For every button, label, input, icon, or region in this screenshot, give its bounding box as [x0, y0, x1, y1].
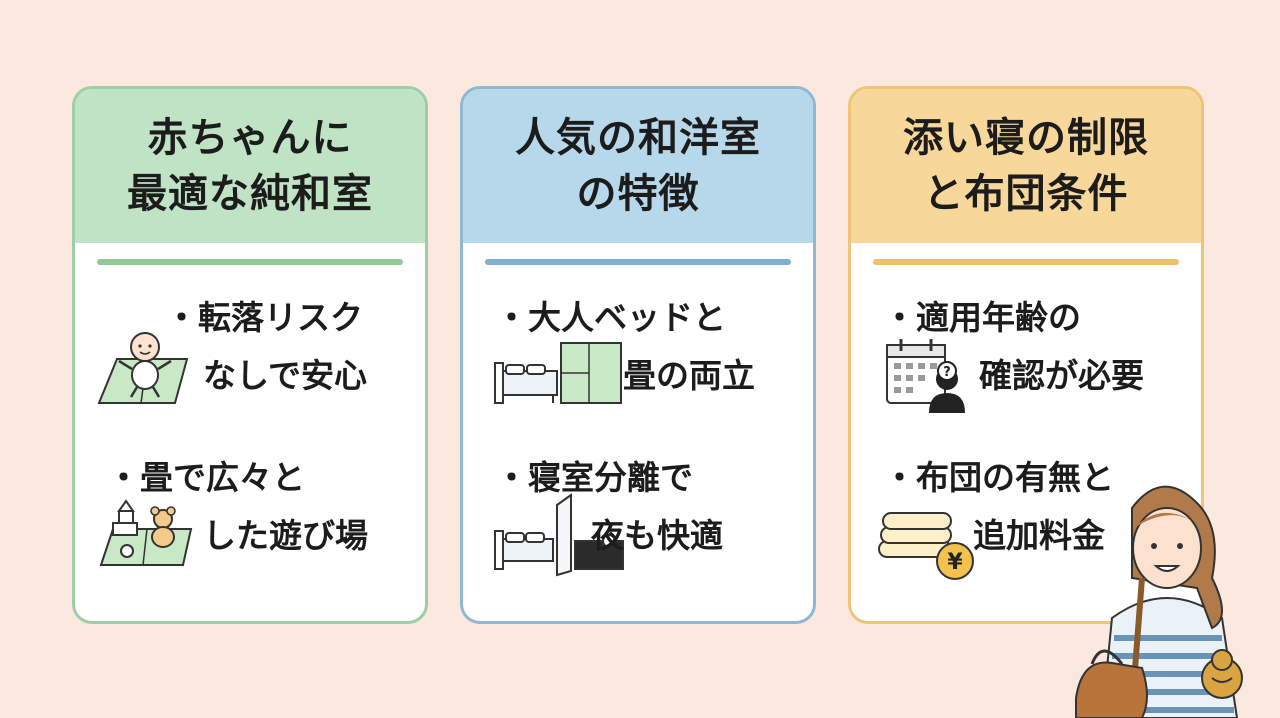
- card-title-line: の特徴: [576, 171, 700, 217]
- list-item: ¥ ・布団の有無と 追加料金: [851, 449, 1201, 589]
- item-text: ・畳で広々と した遊び場: [107, 458, 368, 555]
- card-co-sleeping-futon: 添い寝の制限 と布団条件 ? ・適用年齢の 確認が必要: [848, 86, 1204, 624]
- calendar-question-icon: ?: [886, 339, 965, 413]
- card-western-japanese-room: 人気の和洋室 の特徴 ・大人ベッドと 畳の両立: [460, 86, 816, 624]
- list-item: ・寝室分離で 夜も快適: [463, 449, 813, 589]
- item-text: ・寝室分離で 夜も快適: [495, 458, 723, 555]
- card-baby-japanese-room: 赤ちゃんに 最適な純和室 ・転落リスク なしで安心: [72, 86, 428, 624]
- card-title: 赤ちゃんに 最適な純和室: [75, 89, 425, 243]
- card-title: 添い寝の制限 と布団条件: [851, 89, 1201, 243]
- item-text: ・大人ベッドと 畳の両立: [495, 298, 755, 395]
- woman-with-bag-illustration: [1075, 485, 1243, 718]
- toys-on-tatami-icon: [99, 499, 193, 566]
- svg-text:?: ?: [943, 365, 951, 380]
- item-text: ・適用年齢の 確認が必要: [883, 298, 1144, 395]
- svg-text:¥: ¥: [947, 550, 963, 575]
- card-title-line: 赤ちゃんに: [147, 115, 353, 161]
- list-item: ? ・適用年齢の 確認が必要: [851, 289, 1201, 429]
- card-title-line: 人気の和洋室: [515, 115, 761, 161]
- item-text: ・転落リスク なしで安心: [165, 298, 368, 395]
- card-title: 人気の和洋室 の特徴: [463, 89, 813, 243]
- divider: [873, 259, 1179, 265]
- card-title-line: と布団条件: [923, 171, 1129, 217]
- baby-on-tatami-icon: [97, 332, 189, 404]
- card-title-line: 最適な純和室: [127, 171, 373, 217]
- item-text: ・布団の有無と 追加料金: [883, 458, 1114, 555]
- futon-yen-icon: ¥: [878, 512, 974, 580]
- bed-and-tatami-icon: [494, 342, 622, 404]
- separate-bedroom-icon: [494, 493, 624, 577]
- card-title-line: 添い寝の制限: [903, 115, 1149, 161]
- list-item: ・大人ベッドと 畳の両立: [463, 289, 813, 429]
- divider: [485, 259, 791, 265]
- list-item: ・畳で広々と した遊び場: [75, 449, 425, 589]
- divider: [97, 259, 403, 265]
- list-item: ・転落リスク なしで安心: [75, 289, 425, 429]
